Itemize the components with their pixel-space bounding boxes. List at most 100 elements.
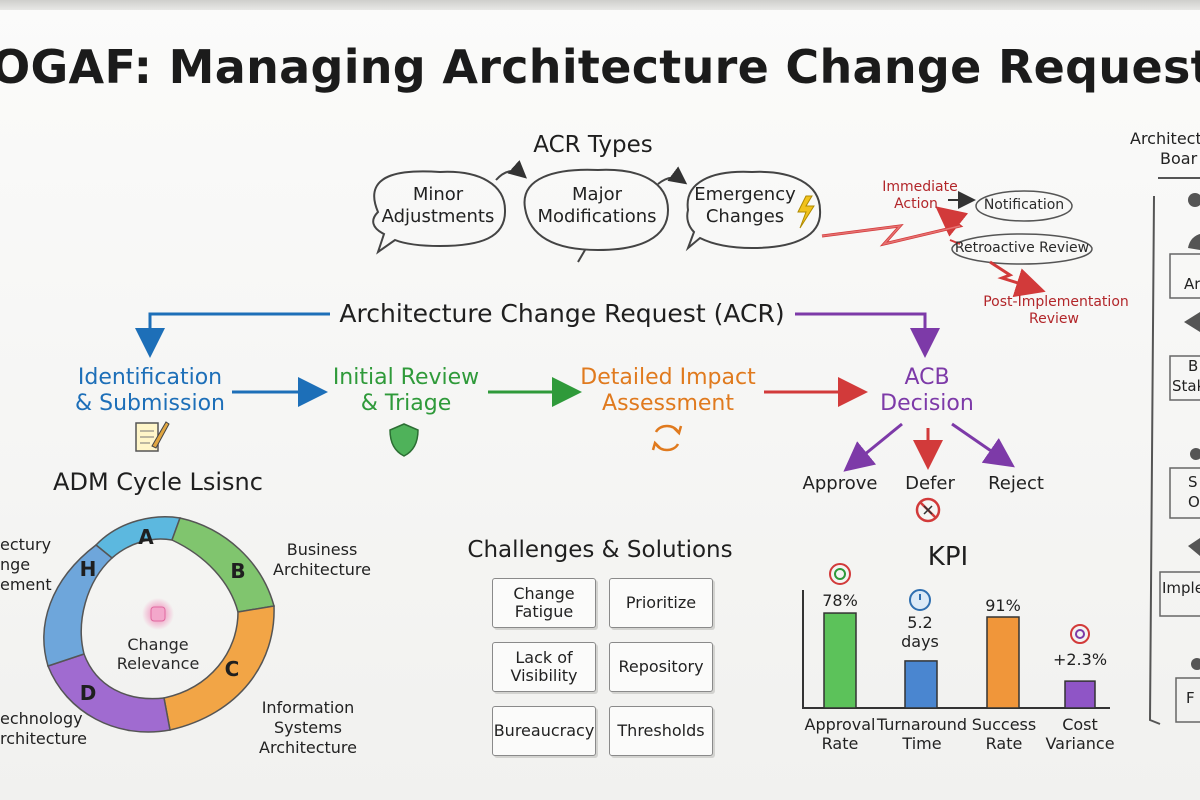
solution-card-thresholds: Thresholds (609, 706, 713, 756)
board-role-boxes (1159, 253, 1200, 723)
adm-letter-b: B (230, 559, 246, 583)
step-acb-decision-line1: ACB (904, 365, 950, 390)
person-icon (1191, 658, 1200, 670)
board-item-7: F (1186, 689, 1195, 707)
adm-segment-b (171, 517, 275, 613)
acr-type-emergency-line1: Emergency (694, 184, 796, 205)
kpi-label-cost-line2: Variance (1045, 734, 1115, 753)
refresh-icon (651, 424, 683, 452)
step-acb-decision-line2: Decision (880, 391, 974, 416)
board-heading-line1: Architectu (1130, 129, 1200, 148)
kpi-label-success-line2: Rate (985, 734, 1023, 753)
challenge-card-bureaucracy: Bureaucracy (492, 706, 596, 756)
solution-card-repository: Repository (609, 642, 713, 692)
adm-label-c-line1: Information (261, 698, 355, 717)
notification-oval (975, 190, 1073, 222)
lightning-icon (797, 195, 815, 229)
adm-letter-a: A (138, 525, 154, 549)
acr-type-bubbles (372, 159, 822, 263)
decision-defer: Defer (905, 473, 955, 494)
adm-letter-c: C (224, 657, 240, 681)
arrow-to-post (989, 260, 1046, 298)
kpi-value-success: 91% (985, 596, 1021, 615)
adm-label-d-line2: rchitecture (0, 729, 88, 748)
gear-icon (1188, 538, 1200, 556)
challenge-1-line2: Fatigue (514, 602, 574, 621)
decision-approve: Approve (802, 473, 878, 494)
notepad-icon (135, 421, 170, 452)
kpi-value-turnaround-unit: days (901, 632, 939, 651)
shield-icon (389, 423, 419, 457)
kpi-value-turnaround-number: 5.2 (907, 613, 933, 632)
board-item-4: S (1188, 473, 1198, 491)
person-icon (1188, 193, 1200, 207)
kpi-bar-cost-variance (1064, 680, 1096, 709)
step-impact-assessment-line1: Detailed Impact (580, 365, 756, 390)
challenge-2-line2: Visibility (510, 666, 578, 685)
adm-cycle-ring (43, 516, 275, 733)
acr-type-major-line1: Major (572, 184, 622, 205)
kpi-label-turnaround-line1: Turnaround (876, 715, 968, 734)
target-icon (829, 563, 851, 585)
board-heading-line2: Boar (1160, 149, 1198, 168)
kpi-label-cost-line1: Cost (1062, 715, 1098, 734)
challenge-2-line1: Lack of (515, 647, 573, 667)
kpi-value-cost: +2.3% (1052, 650, 1108, 669)
kpi-value-approval: 78% (822, 591, 858, 610)
acr-heading: Architecture Change Request (ACR) (339, 299, 785, 328)
acr-type-major-line2: Modifications (537, 206, 657, 227)
kpi-bar-approval-rate (823, 612, 857, 709)
acr-flow (135, 312, 1015, 472)
post-implementation-line1: Post-Implementation (983, 294, 1129, 310)
bubble-emergency (685, 170, 822, 252)
adm-label-h-line1: ectury (0, 535, 52, 554)
step-identification-line1: Identification (77, 365, 223, 390)
bubble-major (523, 168, 670, 263)
defer-stop-icon (915, 497, 941, 523)
board-role-icons (1184, 193, 1200, 670)
adm-label-h-line3: ement (0, 575, 52, 594)
adm-heading: ADM Cycle Lsisnc (53, 468, 263, 496)
person-icon (1188, 234, 1200, 250)
immediate-action-line2: Action (894, 196, 938, 212)
acr-types-heading: ACR Types (533, 132, 653, 158)
target-icon (1070, 624, 1090, 644)
acr-type-minor-line1: Minor (412, 184, 464, 205)
decision-reject: Reject (988, 473, 1044, 494)
acr-type-minor-line2: Adjustments (381, 206, 495, 227)
adm-letter-h: H (79, 557, 97, 581)
bubble-link-2 (657, 166, 688, 185)
kpi-label-approval-line1: Approval (804, 715, 876, 734)
acr-type-emergency-line2: Changes (705, 206, 785, 227)
step-initial-review-line2: & Triage (360, 391, 452, 416)
kpi-label-success-line1: Success (971, 715, 1037, 734)
retroactive-review-label: Retroactive Review (954, 240, 1090, 256)
arrow-reject (951, 422, 1015, 468)
adm-segment-h (43, 544, 114, 667)
kpi-bars (823, 612, 1096, 709)
solution-2: Repository (618, 656, 704, 676)
kpi-heading: KPI (927, 542, 969, 572)
step-identification-line2: & Submission (74, 391, 226, 416)
challenge-3: Bureaucracy (493, 720, 595, 740)
board-panel (1148, 177, 1200, 725)
kpi-icons (829, 563, 1090, 644)
adm-label-b-line1: Business (286, 540, 358, 559)
page-title: TOGAF: Managing Architecture Change Requ… (0, 40, 1200, 94)
challenge-1-line1: Change (513, 583, 575, 603)
arrow-acr-right (795, 312, 940, 358)
solution-1: Prioritize (625, 592, 697, 612)
arrow-to-retroactive (949, 239, 961, 245)
adm-label-h-line2: nge (0, 555, 31, 574)
step-impact-assessment-line2: Assessment (602, 391, 734, 416)
person-icon (1190, 448, 1200, 460)
board-item-6: Imple (1162, 579, 1200, 597)
kpi-bar-turnaround-time (904, 660, 938, 709)
adm-label-b-line2: Architecture (273, 560, 371, 579)
immediate-action-line1: Immediate (882, 179, 958, 195)
board-item-3: Stak (1172, 377, 1200, 395)
adm-center-line2: Relevance (116, 654, 200, 673)
bubble-minor (372, 170, 507, 255)
